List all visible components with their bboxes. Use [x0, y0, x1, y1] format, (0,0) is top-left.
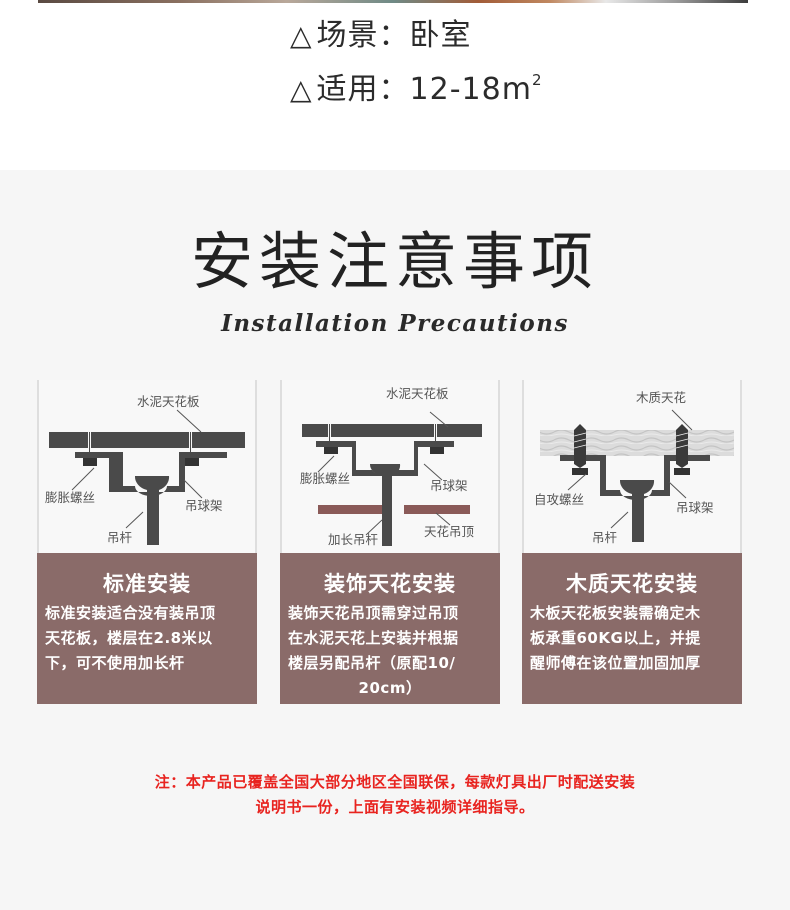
- label-ceiling: 木质天花: [636, 390, 686, 405]
- top-section: △场景：卧室 △适用：12-18m2: [0, 0, 790, 170]
- ceiling-mount-diagram-icon: 木质天花 自攻螺丝 吊球架 吊杆: [534, 390, 734, 545]
- spec-label: 场景：: [316, 18, 410, 53]
- triangle-icon: △: [290, 19, 313, 52]
- card-line: 醒师傅在该位置加固加厚: [530, 654, 701, 672]
- card-line: 木板天花板安装需确定木: [530, 604, 701, 622]
- card-line: 装饰天花吊顶需穿过吊顶: [288, 604, 459, 622]
- label-rod: 吊杆: [592, 530, 618, 545]
- spec-area: △适用：12-18m2: [290, 62, 543, 108]
- product-photo-strip: [38, 0, 748, 3]
- section-title: 安装注意事项: [190, 225, 599, 298]
- triangle-icon: △: [290, 73, 313, 106]
- label-bracket: 吊球架: [185, 498, 223, 513]
- label-bracket: 吊球架: [430, 478, 468, 493]
- spec-label: 适用：: [316, 72, 410, 107]
- label-false-ceiling: 天花吊顶: [424, 524, 475, 539]
- label-ceiling: 水泥天花板: [137, 394, 200, 409]
- card-line: 板承重60KG以上，并提: [530, 629, 701, 647]
- spec-scene: △场景：卧室: [290, 18, 472, 54]
- superscript: 2: [531, 71, 543, 89]
- card-line: 在水泥天花上安装并根据: [288, 629, 459, 647]
- note-line: 注：本产品已覆盖全国大部分地区全国联保，每款灯具出厂时配送安装: [154, 773, 636, 791]
- label-ceiling: 水泥天花板: [386, 386, 449, 401]
- decorative-ceiling-info: 装饰天花安装 装饰天花吊顶需穿过吊顶 在水泥天花上安装并根据 楼层另配吊杆（原配…: [280, 553, 500, 704]
- card-title: 木质天花安装: [566, 572, 698, 596]
- section-subtitle: Installation Precautions: [221, 310, 569, 337]
- card-line: 下，可不使用加长杆: [45, 654, 185, 672]
- spec-value: 卧室: [409, 18, 472, 53]
- card-line: 天花板，楼层在2.8米以: [45, 629, 213, 647]
- card-line: 楼层另配吊杆（原配10/: [288, 654, 456, 672]
- decorative-ceiling-diagram: 水泥天花板 膨胀螺丝 吊球架 加长吊杆 天花吊顶: [280, 380, 500, 553]
- label-screw: 膨胀螺丝: [45, 490, 95, 505]
- label-screw: 自攻螺丝: [534, 492, 584, 507]
- label-screw: 膨胀螺丝: [300, 471, 350, 486]
- spec-value: 12-18m: [409, 72, 532, 107]
- card-standard-install: 水泥天花板 膨胀螺丝 吊球架 吊杆 标准安装 标准安装适合没有装吊顶 天花板，楼…: [37, 380, 257, 704]
- card-line: 20cm）: [358, 679, 422, 697]
- ceiling-mount-diagram-icon: 水泥天花板 膨胀螺丝 吊球架 吊杆: [45, 394, 245, 545]
- ceiling-mount-diagram-icon: 水泥天花板 膨胀螺丝 吊球架 加长吊杆 天花吊顶: [300, 386, 482, 547]
- card-line: 标准安装适合没有装吊顶: [45, 604, 216, 622]
- wood-ceiling-diagram: 木质天花 自攻螺丝 吊球架 吊杆: [522, 380, 742, 553]
- warranty-note: 注：本产品已覆盖全国大部分地区全国联保，每款灯具出厂时配送安装 说明书一份，上面…: [0, 770, 790, 820]
- note-line: 说明书一份，上面有安装视频详细指导。: [255, 798, 535, 816]
- standard-install-diagram: 水泥天花板 膨胀螺丝 吊球架 吊杆: [37, 380, 257, 553]
- label-rod: 加长吊杆: [328, 532, 379, 547]
- card-decorative-ceiling-install: 水泥天花板 膨胀螺丝 吊球架 加长吊杆 天花吊顶 装饰天花安装 装饰天花吊顶需穿…: [280, 380, 500, 704]
- card-wood-ceiling-install: 木质天花 自攻螺丝 吊球架 吊杆 木质天花安装 木板天花板安装需确定木 板承重6…: [522, 380, 742, 704]
- card-title: 装饰天花安装: [324, 572, 456, 596]
- label-bracket: 吊球架: [676, 500, 714, 515]
- card-title: 标准安装: [103, 572, 191, 596]
- wood-ceiling-info: 木质天花安装 木板天花板安装需确定木 板承重60KG以上，并提 醒师傅在该位置加…: [522, 553, 742, 704]
- standard-install-info: 标准安装 标准安装适合没有装吊顶 天花板，楼层在2.8米以 下，可不使用加长杆: [37, 553, 257, 704]
- label-rod: 吊杆: [107, 530, 133, 545]
